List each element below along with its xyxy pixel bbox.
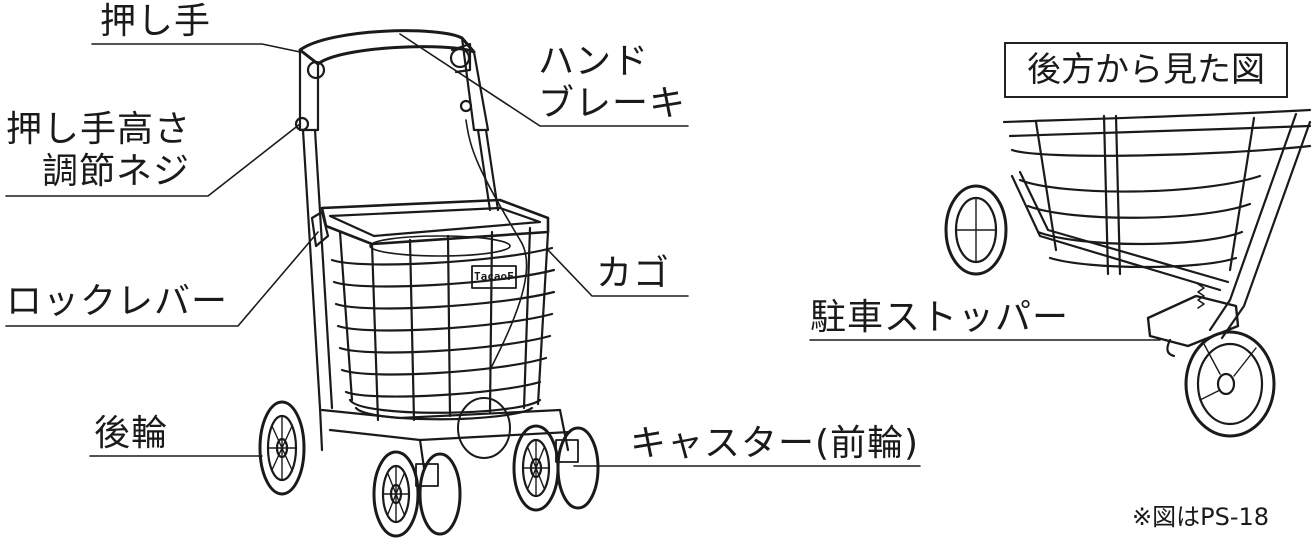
brand-plate-text: TacaoF <box>474 270 514 283</box>
label-rear-wheel: 後輪 <box>94 413 169 454</box>
front-caster-left <box>372 450 462 538</box>
leader-lock-lever <box>5 231 319 327</box>
hand-brake-lever-right <box>449 47 471 69</box>
rear-view-title: 後方から見た図 <box>1004 42 1288 98</box>
push-handle-grip <box>298 29 476 66</box>
label-parking-stopper: 駐車ストッパー <box>810 297 1070 338</box>
leader-push-handle <box>91 43 301 53</box>
leader-lines <box>5 33 921 467</box>
leader-hand-brake <box>399 33 689 127</box>
front-caster-right <box>512 424 600 512</box>
rear-view-cart <box>944 108 1312 438</box>
label-push-handle: 押し手 <box>100 1 212 42</box>
hand-brake-lever-left <box>306 60 326 80</box>
rear-wheel <box>258 400 306 496</box>
brand-plate <box>471 265 517 289</box>
label-lock-lever: ロックレバー <box>6 281 229 322</box>
main-cart <box>258 29 600 538</box>
height-adjust-screw <box>294 116 310 132</box>
label-hand-brake-2: ブレーキ <box>538 83 687 124</box>
label-height-screw-2: 調節ネジ <box>42 151 191 192</box>
label-hand-brake-1: ハンド <box>538 41 650 82</box>
basket <box>320 198 550 246</box>
brake-cable <box>465 119 528 371</box>
leader-basket <box>547 249 689 297</box>
label-caster: キャスター(前輪) <box>630 423 920 464</box>
parking-stopper <box>1146 294 1240 348</box>
label-height-screw-1: 押し手高さ <box>6 109 192 150</box>
label-basket: カゴ <box>596 253 671 294</box>
model-note: ※図はPS-18 <box>1132 503 1270 531</box>
leader-height-screw <box>5 123 301 197</box>
